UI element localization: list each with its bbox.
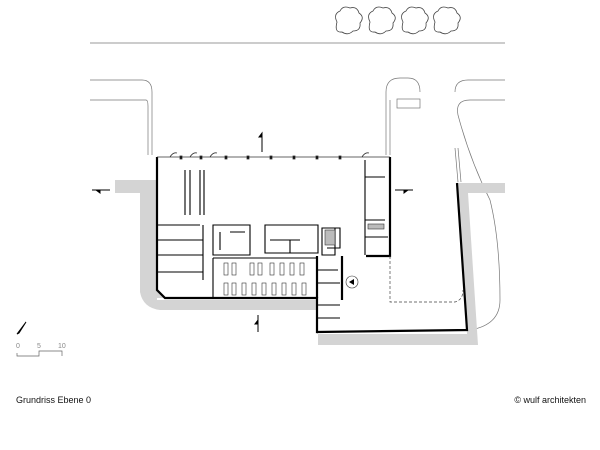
workstations [223, 262, 307, 296]
north-arrow-icon [16, 321, 27, 335]
section-markers [92, 131, 413, 332]
credit: © wulf architekten [514, 395, 586, 405]
scale-label-5: 5 [37, 343, 41, 350]
interior-walls [157, 160, 388, 319]
facade [157, 152, 390, 160]
site-lines [90, 42, 505, 331]
scale-label-0: 0 [16, 343, 20, 350]
scale-label-10: 10 [58, 343, 66, 350]
trees [335, 6, 461, 35]
drawing-caption: Grundriss Ebene 0 [16, 395, 92, 405]
canopy-outline [389, 256, 464, 303]
scale-bar [16, 350, 63, 357]
ground-section [115, 180, 505, 345]
